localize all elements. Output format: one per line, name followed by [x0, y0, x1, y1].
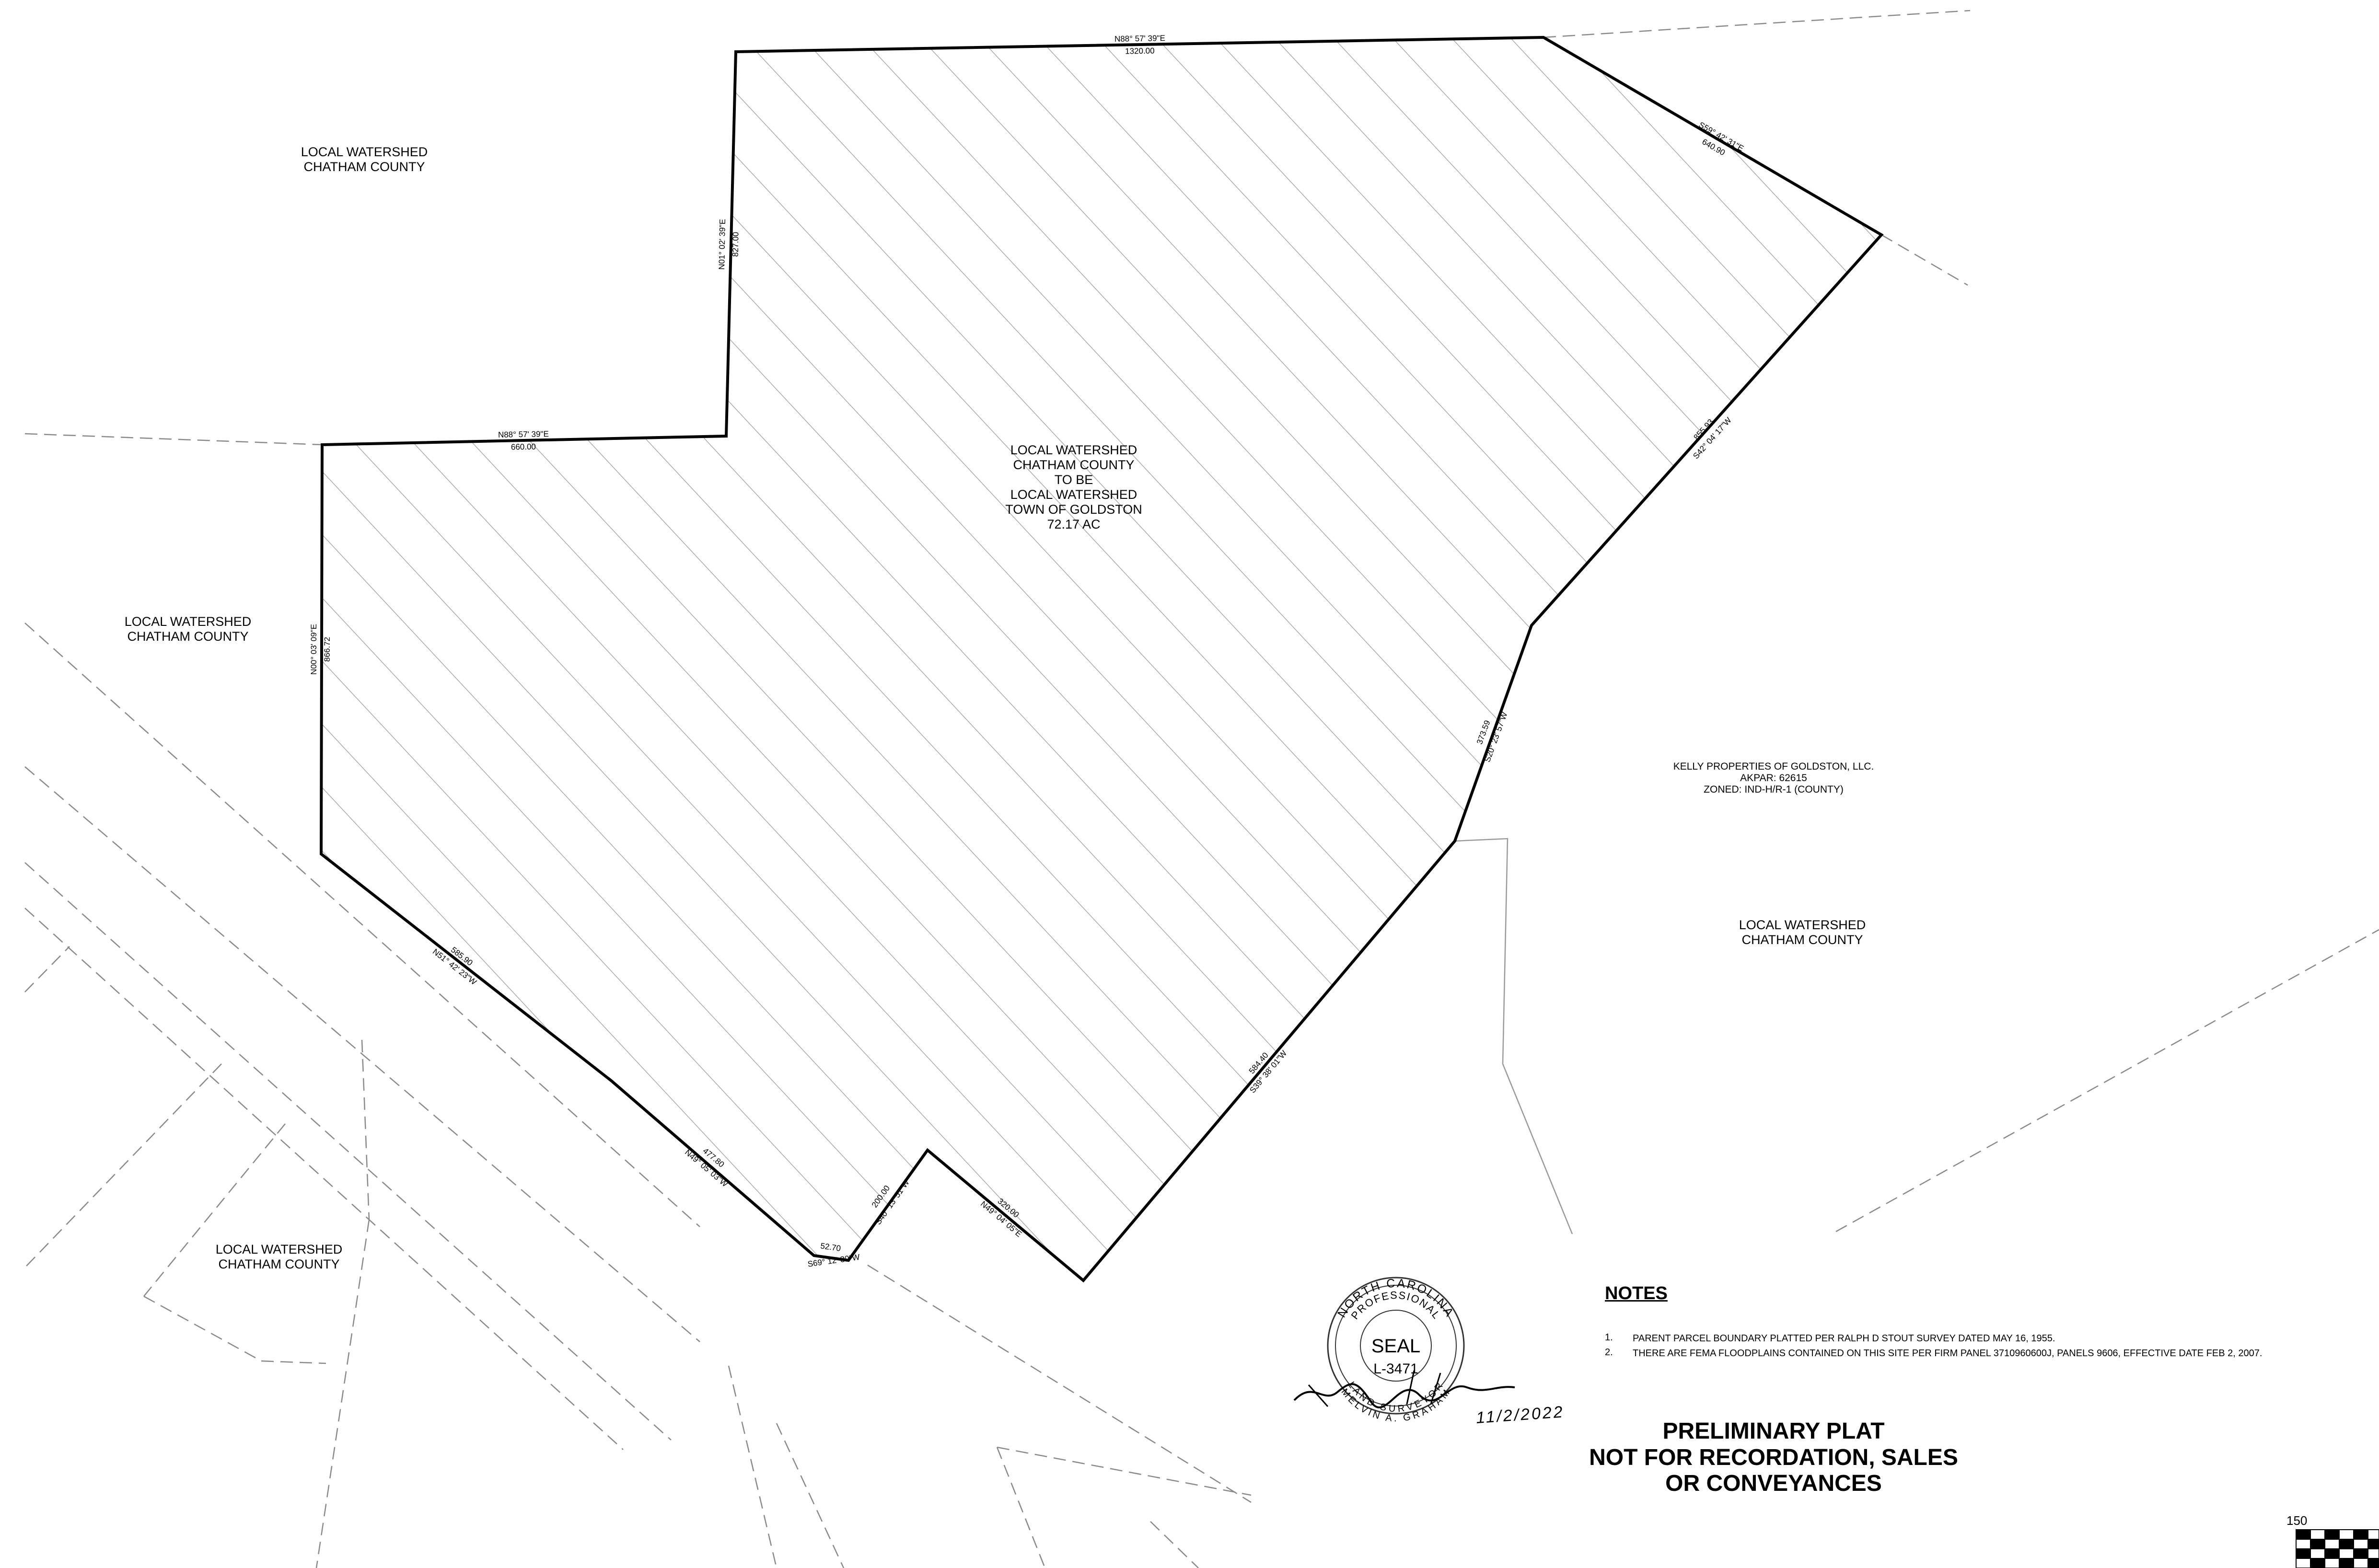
parcel-label-north-west: LOCAL WATERSHED CHATHAM COUNTY [268, 145, 460, 174]
note-item: 2. THERE ARE FEMA FLOODPLAINS CONTAINED … [1605, 1347, 2276, 1360]
parcel-label-east: LOCAL WATERSHED CHATHAM COUNTY [1706, 918, 1898, 947]
seal-number: L-3471 [1373, 1361, 1418, 1377]
notes-title: NOTES [1605, 1283, 1668, 1303]
title-line: PRELIMINARY PLAT [1662, 1418, 1885, 1444]
parcel-line: CHATHAM COUNTY [127, 629, 249, 644]
surveyor-seal: NORTH CAROLINA PROFESSIONAL LAND SURVEYO… [1293, 1277, 1565, 1427]
call-mid-north-distance: 660.00 [511, 442, 536, 452]
call-west-bearing: N00° 03' 09"E [309, 624, 318, 675]
adjacent-dashed-lines [24, 10, 2379, 1568]
parcel-line: CHATHAM COUNTY [218, 1257, 340, 1272]
preliminary-plat-title: PRELIMINARY PLAT NOT FOR RECORDATION, SA… [1534, 1418, 2013, 1497]
note-text: PARENT PARCEL BOUNDARY PLATTED PER RALPH… [1633, 1333, 2055, 1344]
adjoiner-line [1454, 838, 1573, 1234]
tract-line: LOCAL WATERSHED [1010, 443, 1137, 457]
parcel-label-west: LOCAL WATERSHED CHATHAM COUNTY [92, 614, 284, 644]
tract-acreage: 72.17 AC [1047, 517, 1101, 532]
title-line: OR CONVEYANCES [1665, 1471, 1882, 1497]
title-line: NOT FOR RECORDATION, SALES [1589, 1444, 1958, 1470]
call-north-distance: 1320.00 [1125, 46, 1155, 56]
tract-line: TOWN OF GOLDSTON [1005, 502, 1142, 517]
subject-tract-boundary [319, 35, 1884, 1283]
parcel-line: CHATHAM COUNTY [1741, 933, 1863, 947]
signature-scribble [1293, 1383, 1515, 1408]
parcel-label-south-west: LOCAL WATERSHED CHATHAM COUNTY [183, 1242, 375, 1272]
note-item: 1. PARENT PARCEL BOUNDARY PLATTED PER RA… [1605, 1332, 2276, 1345]
adjoiner-owner: KELLY PROPERTIES OF GOLDSTON, LLC. [1673, 761, 1874, 772]
notes-list: 1. PARENT PARCEL BOUNDARY PLATTED PER RA… [1605, 1332, 2276, 1362]
call-upper-west-bearing: N01° 02' 39"E [717, 219, 727, 270]
call-west-distance: 866.72 [323, 637, 332, 662]
parcel-line: CHATHAM COUNTY [303, 160, 425, 174]
parcel-line: LOCAL WATERSHED [1739, 918, 1866, 932]
note-number: 1. [1605, 1332, 1613, 1343]
tract-line: TO BE [1054, 473, 1093, 487]
tract-line: LOCAL WATERSHED [1010, 487, 1137, 502]
note-text: THERE ARE FEMA FLOODPLAINS CONTAINED ON … [1633, 1348, 2263, 1359]
call-north-bearing: N88° 57' 39"E [1114, 34, 1165, 44]
call-upper-west-distance: 827.00 [731, 232, 741, 257]
seal-word: SEAL [1371, 1336, 1420, 1357]
adjoiner-label: KELLY PROPERTIES OF GOLDSTON, LLC. AKPAR… [1582, 761, 1965, 796]
parcel-line: LOCAL WATERSHED [215, 1242, 343, 1257]
parcel-line: LOCAL WATERSHED [301, 145, 428, 159]
adjoiner-akpar: AKPAR: 62615 [1740, 772, 1807, 784]
parcel-line: LOCAL WATERSHED [124, 614, 252, 629]
tract-line: CHATHAM COUNTY [1013, 458, 1135, 473]
subject-tract-label: LOCAL WATERSHED CHATHAM COUNTY TO BE LOC… [978, 443, 1170, 532]
adjoiner-zoning: ZONED: IND-H/R-1 (COUNTY) [1704, 784, 1844, 796]
call-mid-north-bearing: N88° 57' 39"E [498, 429, 549, 439]
note-number: 2. [1605, 1347, 1613, 1358]
scale-label: 150 [2286, 1513, 2308, 1528]
scale-bar [2296, 1529, 2379, 1568]
